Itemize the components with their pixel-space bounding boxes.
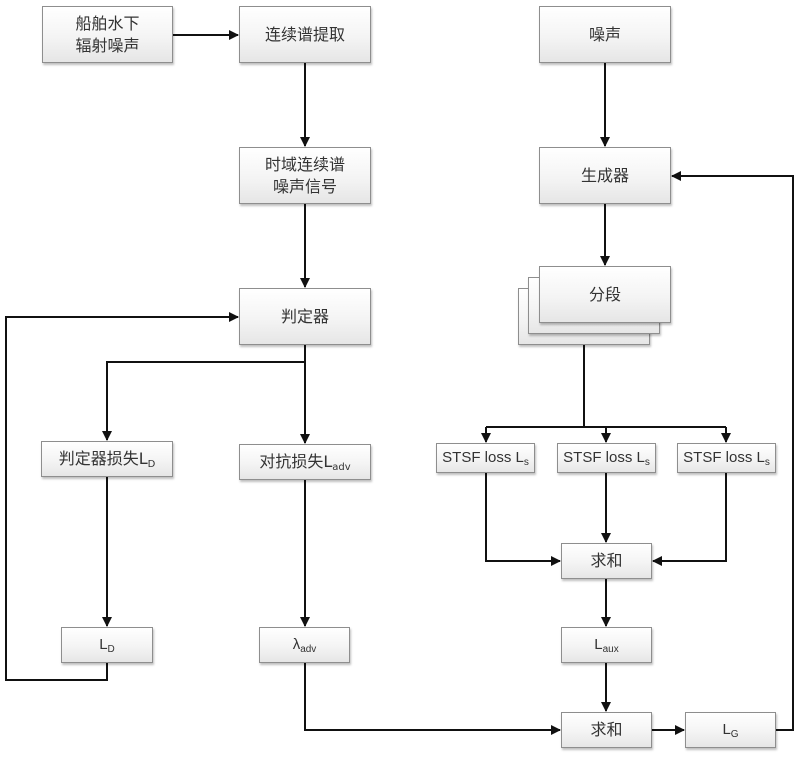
time-domain-signal-box: 时域连续谱 噪声信号: [239, 147, 371, 204]
ship-radiated-noise-box: 船舶水下 辐射噪声: [42, 6, 173, 63]
ld-label: LD: [99, 636, 115, 655]
generator-box: 生成器: [539, 147, 671, 204]
continuous-spectrum-extract-label: 连续谱提取: [264, 24, 345, 44]
sum-lower-label: 求和: [590, 720, 623, 739]
lambda-adv-box: λadv: [259, 627, 350, 663]
segment-label: 分段: [588, 284, 621, 304]
stsf-loss-label: STSF loss Ls: [563, 449, 650, 468]
generator-label: 生成器: [580, 165, 629, 185]
adversarial-loss-label: 对抗损失Ladv: [259, 452, 351, 473]
arrow-stsf-1-to-sum-upper: [485, 472, 561, 566]
time-domain-signal-label: 时域连续谱 噪声信号: [264, 154, 345, 196]
noise-box: 噪声: [539, 6, 671, 63]
discriminator-box: 判定器: [239, 288, 371, 345]
discriminator-loss-label: 判定器损失LD: [58, 449, 156, 470]
laux-label: Laux: [594, 636, 619, 655]
sum-lower-box: 求和: [561, 712, 652, 748]
noise-label: 噪声: [588, 24, 621, 44]
stsf-loss-box-3: STSF loss Ls: [677, 443, 776, 473]
laux-box: Laux: [561, 627, 652, 663]
arrow-stsf-3-to-sum-upper: [652, 472, 727, 566]
discriminator-label: 判定器: [280, 306, 329, 326]
stsf-loss-label: STSF loss Ls: [683, 449, 770, 468]
ld-box: LD: [61, 627, 153, 663]
continuous-spectrum-extract-box: 连续谱提取: [239, 6, 371, 63]
discriminator-loss-box: 判定器损失LD: [41, 441, 173, 477]
lg-box: LG: [685, 712, 776, 748]
ship-radiated-noise-label: 船舶水下 辐射噪声: [75, 13, 140, 55]
lambda-adv-label: λadv: [292, 636, 317, 655]
stsf-loss-box-2: STSF loss Ls: [557, 443, 656, 473]
arrow-ld-feedback-to-discriminator: [5, 312, 239, 681]
arrow-lg-feedback-to-generator: [671, 171, 794, 731]
arrow-lambda-to-sum-lower: [304, 663, 561, 735]
stsf-loss-label: STSF loss Ls: [442, 449, 529, 468]
stsf-loss-box-1: STSF loss Ls: [436, 443, 535, 473]
sum-upper-box: 求和: [561, 543, 652, 579]
sum-upper-label: 求和: [590, 551, 623, 570]
arrow-discriminator-to-disc-loss: [102, 345, 306, 441]
segment-box: 分段: [539, 266, 671, 323]
lg-label: LG: [722, 721, 739, 740]
adversarial-loss-box: 对抗损失Ladv: [239, 444, 371, 480]
